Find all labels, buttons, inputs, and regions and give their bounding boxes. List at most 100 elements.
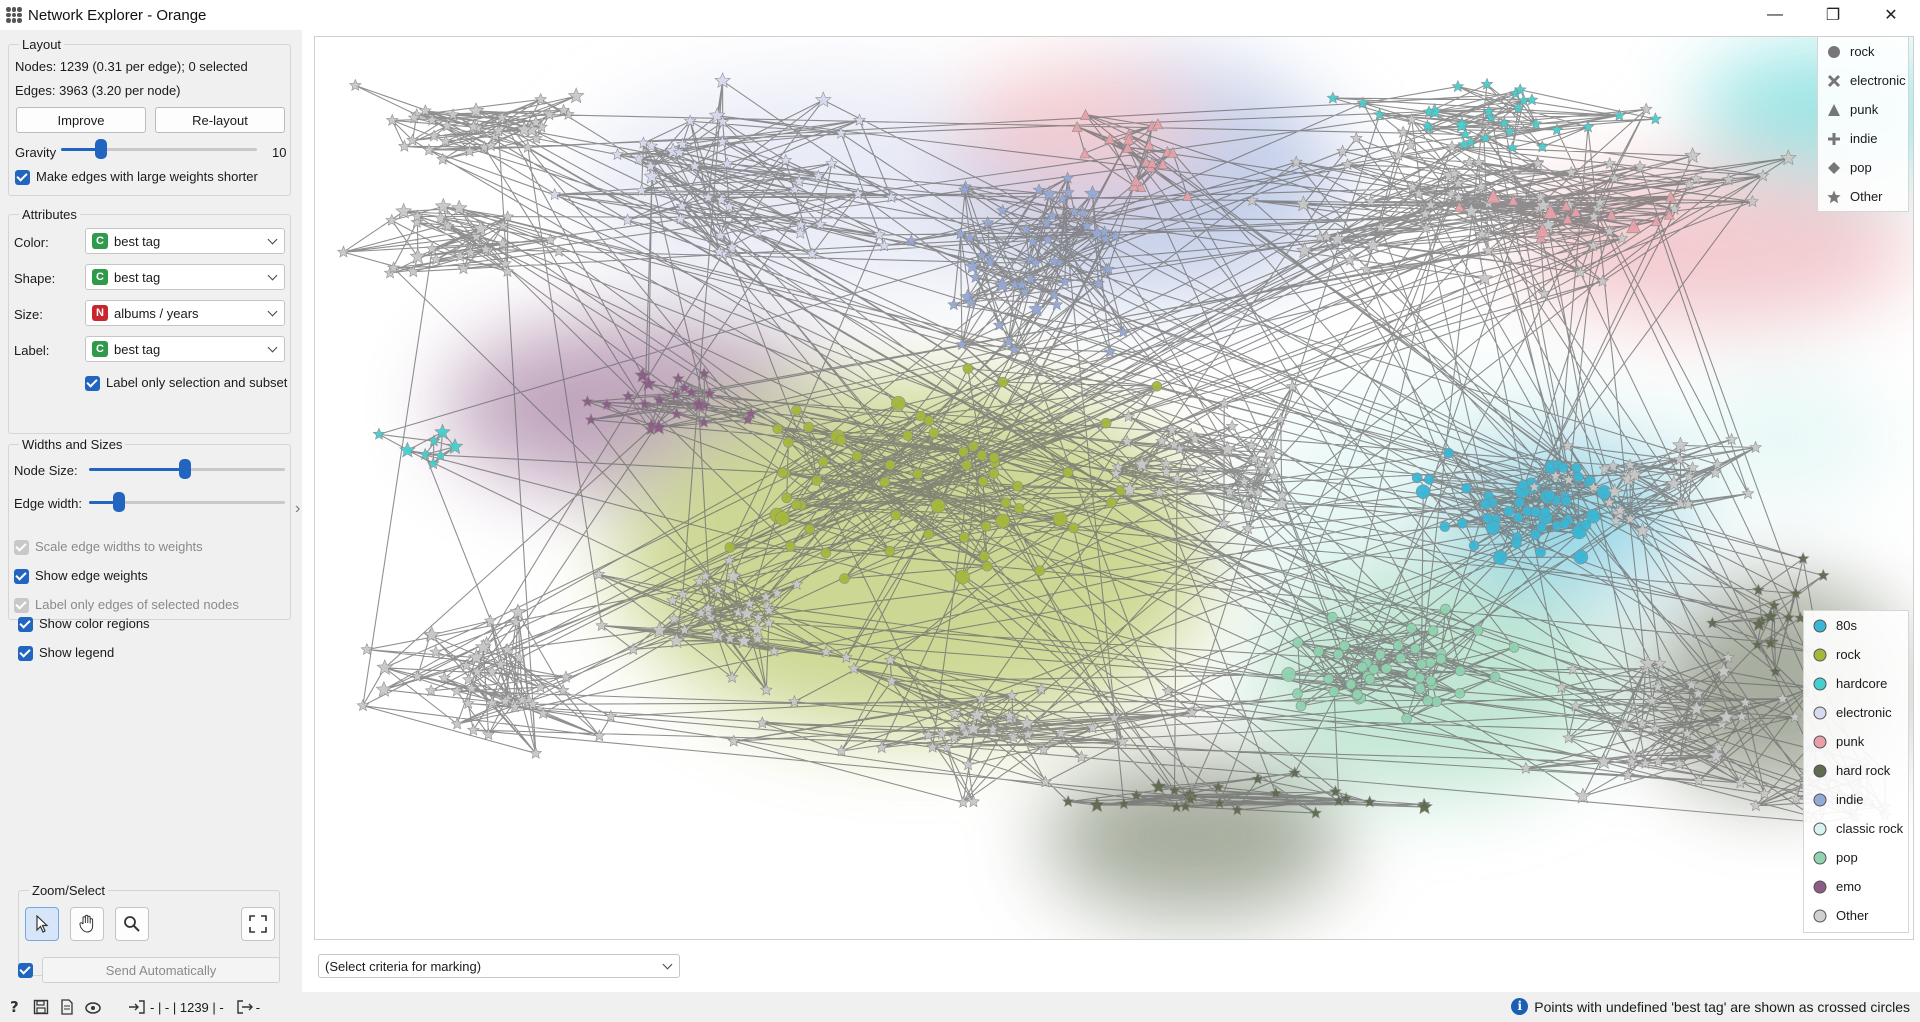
send-automatically-button[interactable]: Send Automatically <box>42 957 280 983</box>
maximize-button[interactable]: ❐ <box>1825 7 1841 24</box>
color-legend-item: punk <box>1804 727 1908 756</box>
gravity-slider[interactable] <box>61 139 257 159</box>
reset-zoom-button[interactable] <box>241 907 275 941</box>
shorter-edges-checkbox[interactable] <box>15 170 30 186</box>
show-weights-option[interactable]: Show edge weights <box>14 568 148 585</box>
color-regions-checkbox[interactable] <box>18 617 33 633</box>
report-icon[interactable] <box>56 996 78 1018</box>
graph-node <box>1537 287 1551 300</box>
graph-node <box>1339 791 1353 805</box>
graph-node <box>712 245 726 258</box>
graph-node <box>1159 464 1173 478</box>
auto-send-checkbox[interactable] <box>18 963 33 979</box>
graph-node <box>701 190 715 203</box>
graph-node <box>1684 147 1701 164</box>
graph-node <box>988 452 1000 463</box>
color-swatch-icon <box>1812 705 1828 721</box>
shape-legend[interactable]: rock electronic punk indie pop Other <box>1817 37 1909 212</box>
graph-node <box>1681 497 1695 510</box>
color-legend-item: Other <box>1804 901 1908 930</box>
graph-node <box>372 427 386 440</box>
graph-node <box>921 728 935 741</box>
node-size-slider[interactable] <box>89 459 285 479</box>
graph-node <box>1373 107 1387 121</box>
minimize-button[interactable]: — <box>1767 6 1783 23</box>
label-only-checkbox[interactable] <box>85 376 100 392</box>
label-edges-option: Label only edges of selected nodes <box>14 597 239 614</box>
show-legend-option[interactable]: Show legend <box>18 645 114 662</box>
graph-node <box>1608 171 1621 184</box>
graph-node <box>669 387 682 401</box>
collapse-panel-arrow[interactable]: › <box>295 500 301 517</box>
graph-node <box>1682 177 1696 190</box>
graph-node <box>1564 165 1578 179</box>
graph-node <box>501 210 515 223</box>
graph-node <box>1587 210 1601 223</box>
graph-node <box>1626 466 1643 483</box>
network-plot[interactable]: rock electronic punk indie pop Other 80s… <box>314 36 1914 940</box>
show-weights-checkbox[interactable] <box>14 569 29 585</box>
graph-node <box>498 694 512 707</box>
graph-node <box>884 190 898 203</box>
graph-node <box>1685 678 1698 691</box>
network-graph-canvas[interactable] <box>315 37 1914 940</box>
select-tool-button[interactable] <box>25 907 59 941</box>
marking-criteria-combo[interactable]: (Select criteria for marking) <box>318 954 680 978</box>
auto-send-checkbox-row[interactable] <box>18 962 39 979</box>
graph-node <box>1264 458 1278 471</box>
graph-node <box>1184 792 1197 805</box>
node-size-label: Node Size: <box>14 463 78 478</box>
graph-node <box>1782 610 1796 624</box>
graph-node <box>1002 335 1015 348</box>
graph-node <box>1092 276 1105 289</box>
edge-width-slider[interactable] <box>89 492 285 512</box>
title-bar: Network Explorer - Orange — ❐ ✕ <box>0 0 1920 30</box>
color-legend-item: hard rock <box>1804 756 1908 785</box>
graph-node <box>853 113 867 126</box>
label-only-option[interactable]: Label only selection and subset <box>85 375 287 392</box>
show-legend-checkbox[interactable] <box>18 646 33 662</box>
graph-node <box>820 547 832 559</box>
graph-node <box>498 256 512 270</box>
graph-node <box>1461 483 1472 494</box>
color-legend-label: electronic <box>1836 705 1892 720</box>
graph-node <box>675 199 689 212</box>
graph-node <box>1115 735 1129 748</box>
shorter-edges-option[interactable]: Make edges with large weights shorter <box>15 169 258 186</box>
graph-node <box>427 129 441 142</box>
graph-node <box>1645 694 1659 707</box>
categorical-icon: C <box>92 269 108 285</box>
graph-node <box>360 642 374 656</box>
graph-node <box>1129 788 1143 802</box>
relayout-button[interactable]: Re-layout <box>155 107 285 133</box>
pan-tool-button[interactable] <box>70 907 104 941</box>
visualize-icon[interactable] <box>82 996 104 1018</box>
graph-node <box>1041 233 1055 246</box>
graph-node <box>1749 440 1763 454</box>
close-button[interactable]: ✕ <box>1884 7 1898 24</box>
graph-node <box>1364 194 1378 208</box>
graph-node <box>1485 188 1501 204</box>
graph-node <box>1536 522 1547 533</box>
graph-node <box>727 734 741 747</box>
graph-node <box>1161 684 1175 697</box>
graph-node <box>407 111 421 124</box>
improve-button[interactable]: Improve <box>16 107 146 133</box>
graph-node <box>621 213 635 226</box>
graph-node <box>1519 761 1533 774</box>
zoom-tool-button[interactable] <box>115 907 149 941</box>
save-icon[interactable] <box>30 996 52 1018</box>
color-regions-option[interactable]: Show color regions <box>18 616 150 633</box>
graph-node <box>755 716 769 729</box>
graph-node <box>1481 244 1495 257</box>
graph-node <box>425 113 439 126</box>
graph-node <box>1336 144 1350 157</box>
graph-node <box>1708 466 1722 479</box>
help-icon[interactable]: ? <box>4 996 26 1018</box>
graph-node <box>708 106 726 123</box>
